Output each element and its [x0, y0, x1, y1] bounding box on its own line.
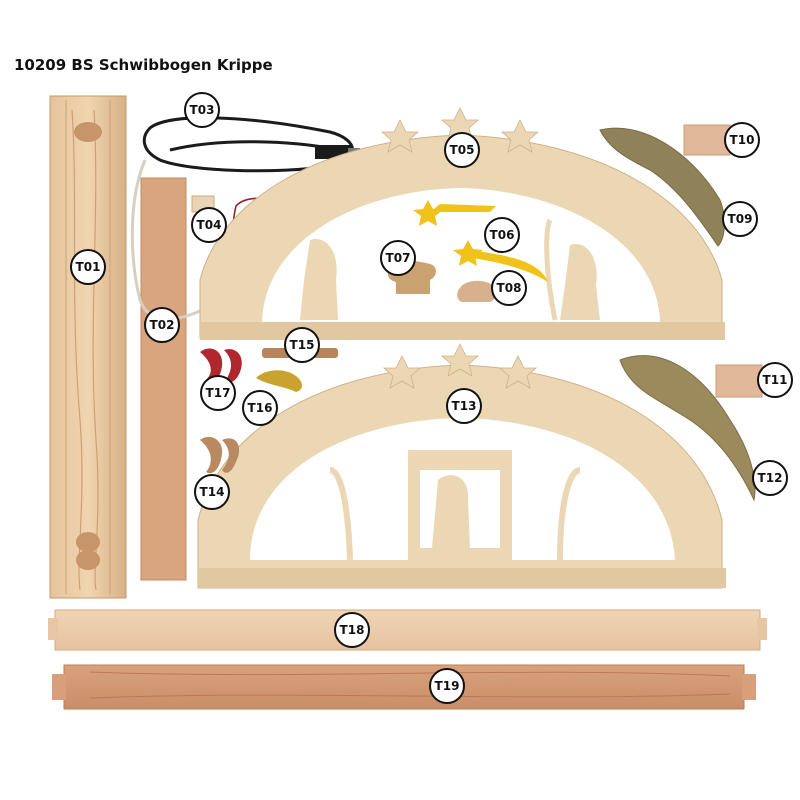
product-title: 10209 BS Schwibbogen Krippe	[14, 56, 273, 74]
label-t03: T03	[184, 92, 220, 128]
label-t19: T19	[429, 668, 465, 704]
label-t05: T05	[444, 132, 480, 168]
part-t01-post	[49, 95, 127, 599]
part-t17-red	[200, 348, 242, 382]
part-t18-plank	[48, 609, 767, 651]
label-t06: T06	[484, 217, 520, 253]
parts-photo	[48, 95, 767, 710]
label-t10: T10	[724, 122, 760, 158]
label-t16: T16	[242, 390, 278, 426]
label-t12: T12	[752, 460, 788, 496]
part-t19-plank	[52, 664, 756, 710]
label-t11: T11	[757, 362, 793, 398]
part-t13-arch	[197, 343, 726, 589]
part-t16-wings	[256, 370, 302, 392]
part-t12-frond	[619, 355, 756, 502]
label-t15: T15	[284, 327, 320, 363]
label-t04: T04	[191, 207, 227, 243]
label-t02: T02	[144, 307, 180, 343]
label-t13: T13	[446, 388, 482, 424]
label-t07: T07	[380, 240, 416, 276]
part-t09-frond	[599, 127, 725, 247]
label-t14: T14	[194, 474, 230, 510]
label-t17: T17	[200, 375, 236, 411]
part-t08-lamb	[457, 280, 497, 302]
part-t06-stars	[413, 200, 548, 282]
part-t14-horns	[200, 436, 240, 474]
label-t18: T18	[334, 612, 370, 648]
label-t08: T08	[491, 270, 527, 306]
part-t11-plate	[715, 364, 763, 398]
part-t02-strip	[140, 177, 187, 581]
label-t09: T09	[722, 201, 758, 237]
label-t01: T01	[70, 249, 106, 285]
